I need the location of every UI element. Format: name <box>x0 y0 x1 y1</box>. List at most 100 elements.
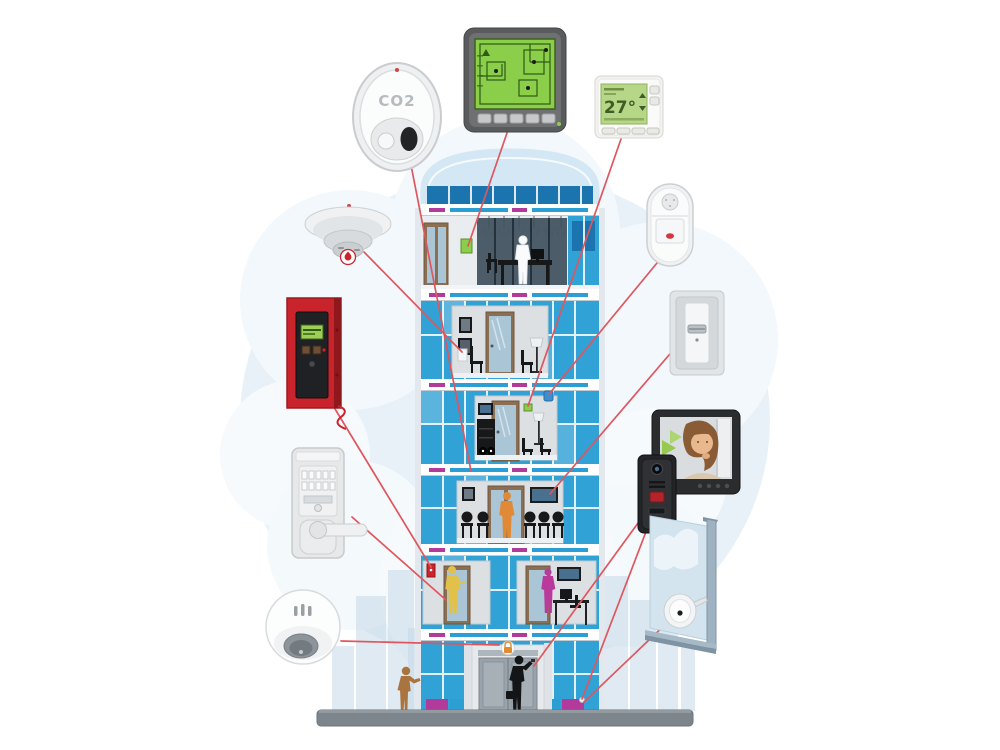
spandrel <box>421 379 599 391</box>
spandrel <box>421 204 599 216</box>
floor-4-room <box>474 390 558 462</box>
alarm-vents <box>294 604 312 616</box>
floor-1-lobby <box>421 641 599 712</box>
thermostat-lcd <box>600 83 648 125</box>
intercom-door-station <box>637 454 677 534</box>
clerestory-band <box>427 186 593 204</box>
connection-glassbreak-sensor <box>583 617 673 703</box>
connection-fire-alarm-station <box>331 403 432 568</box>
sensor-dots <box>494 48 548 90</box>
glassbreak-sensor <box>663 593 708 629</box>
spandrel-bands <box>421 204 599 641</box>
floor-2 <box>421 556 599 629</box>
station-knob <box>308 360 316 368</box>
floor-2-desk <box>553 589 589 625</box>
ground <box>316 709 694 727</box>
smoke-co-alarm <box>265 589 341 665</box>
thermostat: 27° <box>594 75 664 139</box>
keyhole <box>314 504 322 512</box>
person-office <box>514 235 531 285</box>
person-outdoor <box>397 666 421 712</box>
thermostat-buttons <box>601 127 660 135</box>
temp-down-icon <box>639 106 646 111</box>
floor-5 <box>421 301 599 379</box>
name-plate <box>648 507 666 515</box>
motion-sensor <box>646 183 694 267</box>
light-switch <box>669 290 725 376</box>
station-button <box>301 345 311 355</box>
test-button <box>377 132 395 150</box>
floor-4 <box>421 390 599 464</box>
office-chair <box>486 253 497 273</box>
floor-2-right-room <box>516 560 597 625</box>
office-double-door <box>423 222 449 288</box>
person-magenta <box>541 568 556 613</box>
spandrel <box>421 464 599 476</box>
floor-5-wall-device <box>457 348 468 362</box>
flame-icon <box>344 251 352 261</box>
connection-intercom-door-station <box>533 507 650 667</box>
window-frame-bottom <box>645 630 716 649</box>
screen-arrow-icon <box>670 430 682 444</box>
lock-display <box>303 495 333 504</box>
entrance <box>471 641 545 712</box>
floor-3-round-chairs <box>461 511 564 540</box>
power-led <box>557 122 561 126</box>
keypad-buttons <box>301 470 336 491</box>
spandrel <box>421 629 599 641</box>
city-skyline <box>332 570 695 711</box>
sensor-speaker <box>661 193 679 211</box>
floor-2-left-room <box>422 560 491 625</box>
station-wire <box>336 405 347 430</box>
spandrel <box>421 289 599 301</box>
connection-co2-sensor <box>409 159 472 472</box>
caller-face <box>683 420 722 479</box>
status-led <box>395 68 399 72</box>
lock-icon <box>501 641 515 655</box>
access-card <box>531 659 535 662</box>
connection-light-switch <box>549 347 676 495</box>
person-yellow <box>445 566 466 614</box>
map-arrow-icon <box>482 49 490 56</box>
person-orange <box>499 492 515 540</box>
glass-reflection <box>654 528 698 570</box>
door-lock <box>291 447 368 559</box>
floor-4-ceiling-sensor <box>543 390 554 402</box>
screen-arrow-icon <box>662 440 676 456</box>
briefcase <box>506 691 516 699</box>
building-right-column <box>599 208 605 711</box>
building <box>415 147 605 712</box>
connection-smoke-detector <box>363 251 463 353</box>
down-button <box>649 96 660 106</box>
floor-3 <box>421 476 599 544</box>
station-button <box>312 345 322 355</box>
call-button <box>649 491 665 503</box>
station-display <box>300 324 324 340</box>
fire-alarm-station <box>286 297 347 430</box>
status-led <box>666 233 674 239</box>
spandrel <box>421 544 599 556</box>
temp-up-icon <box>639 93 646 98</box>
floor-plan <box>479 43 551 105</box>
up-button <box>649 85 660 95</box>
floor-4-shelf <box>477 419 495 460</box>
pir-lens <box>655 218 685 244</box>
floor-5-chair <box>521 350 533 374</box>
floor-3-room <box>456 480 564 544</box>
floor-6-office <box>421 216 599 289</box>
connection-door-lock <box>351 516 447 601</box>
connection-smoke-co-alarm <box>340 640 500 646</box>
window-corner <box>645 515 718 654</box>
floor-5-lamp <box>529 337 544 373</box>
thermostat-reading: 27° <box>604 98 636 118</box>
co2-label: CO2 <box>378 92 415 110</box>
connection-lines <box>331 132 676 703</box>
wall-control-panel <box>460 238 473 254</box>
panel-buttons <box>477 113 556 124</box>
building-left-column <box>415 208 421 711</box>
screen-text-rows <box>477 55 483 87</box>
co2-sensor: CO2 <box>352 62 442 172</box>
sensor-center <box>677 610 683 616</box>
